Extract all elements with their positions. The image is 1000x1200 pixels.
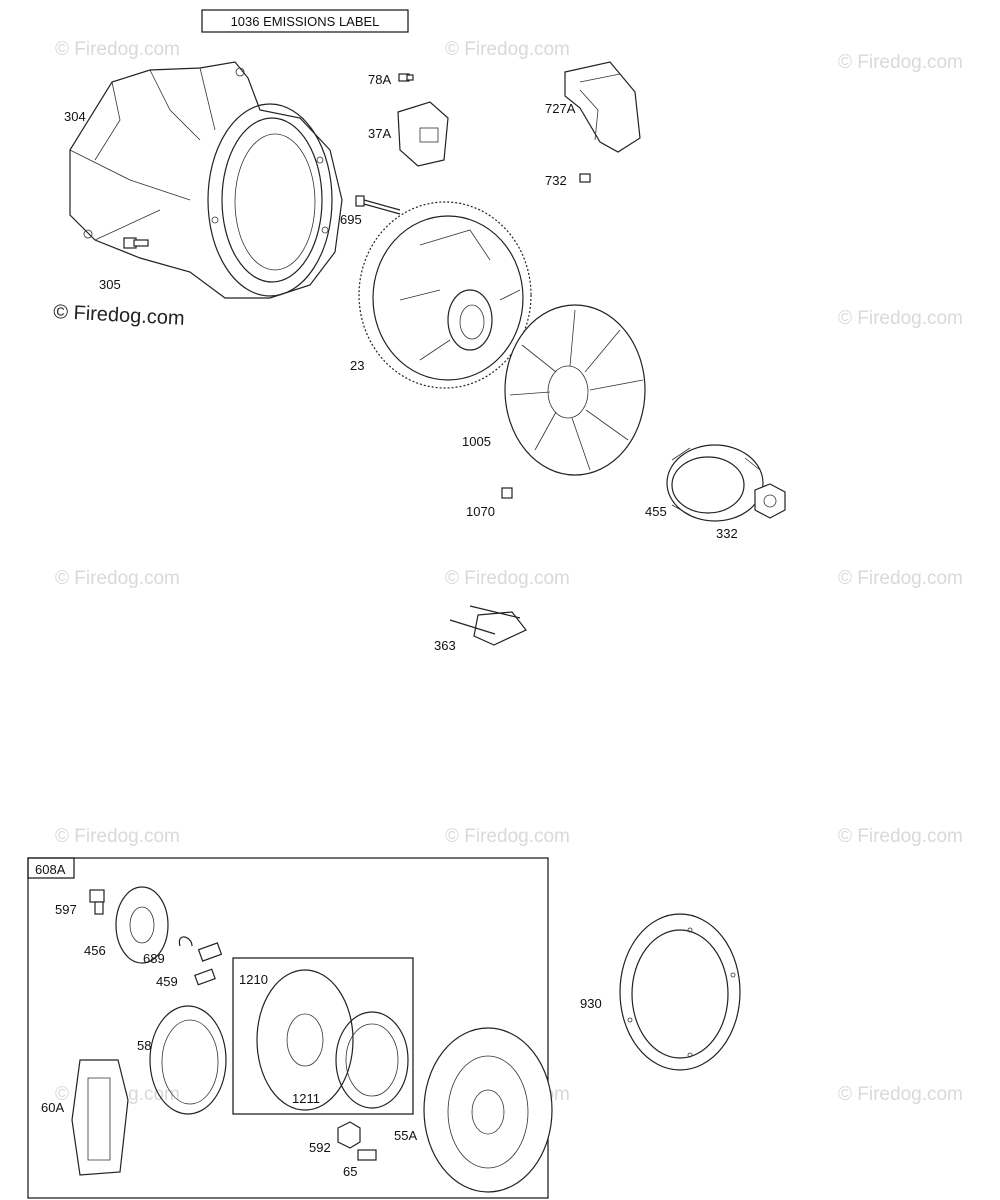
nut-592 [337,1121,361,1149]
callout-732: 732 [545,173,567,188]
watermark: © Firedog.com [445,826,570,847]
spring-1211 [335,1011,409,1109]
watermark: © Firedog.com [445,39,570,60]
watermark: © Firedog.com [445,568,570,589]
shield-37A-cutout [419,127,439,143]
callout-37A: 37A [368,126,391,141]
watermark: © Firedog.com [838,308,963,329]
callout-1005: 1005 [462,434,491,449]
watermark-dark: © Firedog.com [53,301,185,330]
screw-78A [398,73,414,82]
shroud-930 [619,913,741,1071]
callout-727A: 727A [545,101,576,116]
watermark: © Firedog.com [55,826,180,847]
callout-304: 304 [64,109,86,124]
callout-689: 689 [143,951,165,966]
retainer-689 [178,936,193,947]
callout-592: 592 [309,1140,331,1155]
blower-housing-304 [69,61,343,299]
screw-1070 [501,487,513,499]
cover-727A-detail [579,73,621,141]
callout-65: 65 [343,1164,357,1179]
starter-cup-455 [666,444,764,522]
callout-1211: 1211 [292,1091,320,1106]
emissions-label-box [201,9,409,33]
watermark: © Firedog.com [55,568,180,589]
rewind-starter-box-608A [27,857,549,1199]
callout-23: 23 [350,358,364,373]
watermark: © Firedog.com [838,826,963,847]
callout-1070: 1070 [466,504,495,519]
screw-65 [357,1149,377,1161]
callout-597: 597 [55,902,77,917]
pawl-plate-456-hub [129,906,155,944]
callout-58: 58 [137,1038,151,1053]
pin-597 [89,889,105,915]
bolt-695 [355,195,401,215]
watermark: © Firedog.com [838,1084,963,1105]
handle-60A [71,1059,129,1176]
watermark: © Firedog.com [55,39,180,60]
callout-608A: 608A [35,862,66,877]
callout-55A: 55A [394,1128,417,1143]
callout-1210: 1210 [239,972,268,987]
screw-732 [579,173,591,183]
callout-456: 456 [84,943,106,958]
callout-305: 305 [99,277,121,292]
shield-37A [397,101,449,167]
emissions-label-text: 1036 EMISSIONS LABEL [231,14,380,29]
flywheel-23 [358,201,532,389]
bolt-305 [123,237,149,249]
cover-727A [564,61,641,153]
pawls-459 [194,942,223,986]
spring-58 [149,1005,227,1115]
callout-455: 455 [645,504,667,519]
callout-78A: 78A [368,72,391,87]
watermark: © Firedog.com [838,568,963,589]
nut-332 [754,483,786,519]
callout-60A: 60A [41,1100,64,1115]
handle-60A-grip [87,1077,111,1161]
rewind-housing-55A [423,1027,553,1193]
watermark: © Firedog.com [838,52,963,73]
callout-695: 695 [340,212,362,227]
watermarks: © Firedog.com © Firedog.com © Firedog.co… [53,39,963,1105]
pulley-1210-hub [286,1013,324,1067]
rewind-starter-label-box [27,857,75,879]
pawl-plate-456 [115,886,169,964]
spring-1211-inner [345,1023,399,1097]
fan-1005 [504,304,646,476]
callout-363: 363 [434,638,456,653]
spring-58-inner [161,1019,219,1105]
pulley-1210 [256,969,354,1111]
callout-459: 459 [156,974,178,989]
armature-363 [449,605,527,646]
callout-930: 930 [580,996,602,1011]
callout-332: 332 [716,526,738,541]
pulley-box-1210 [232,957,414,1115]
callout-labels: 304 305 78A 37A 727A 732 695 23 1005 107… [35,72,738,1179]
